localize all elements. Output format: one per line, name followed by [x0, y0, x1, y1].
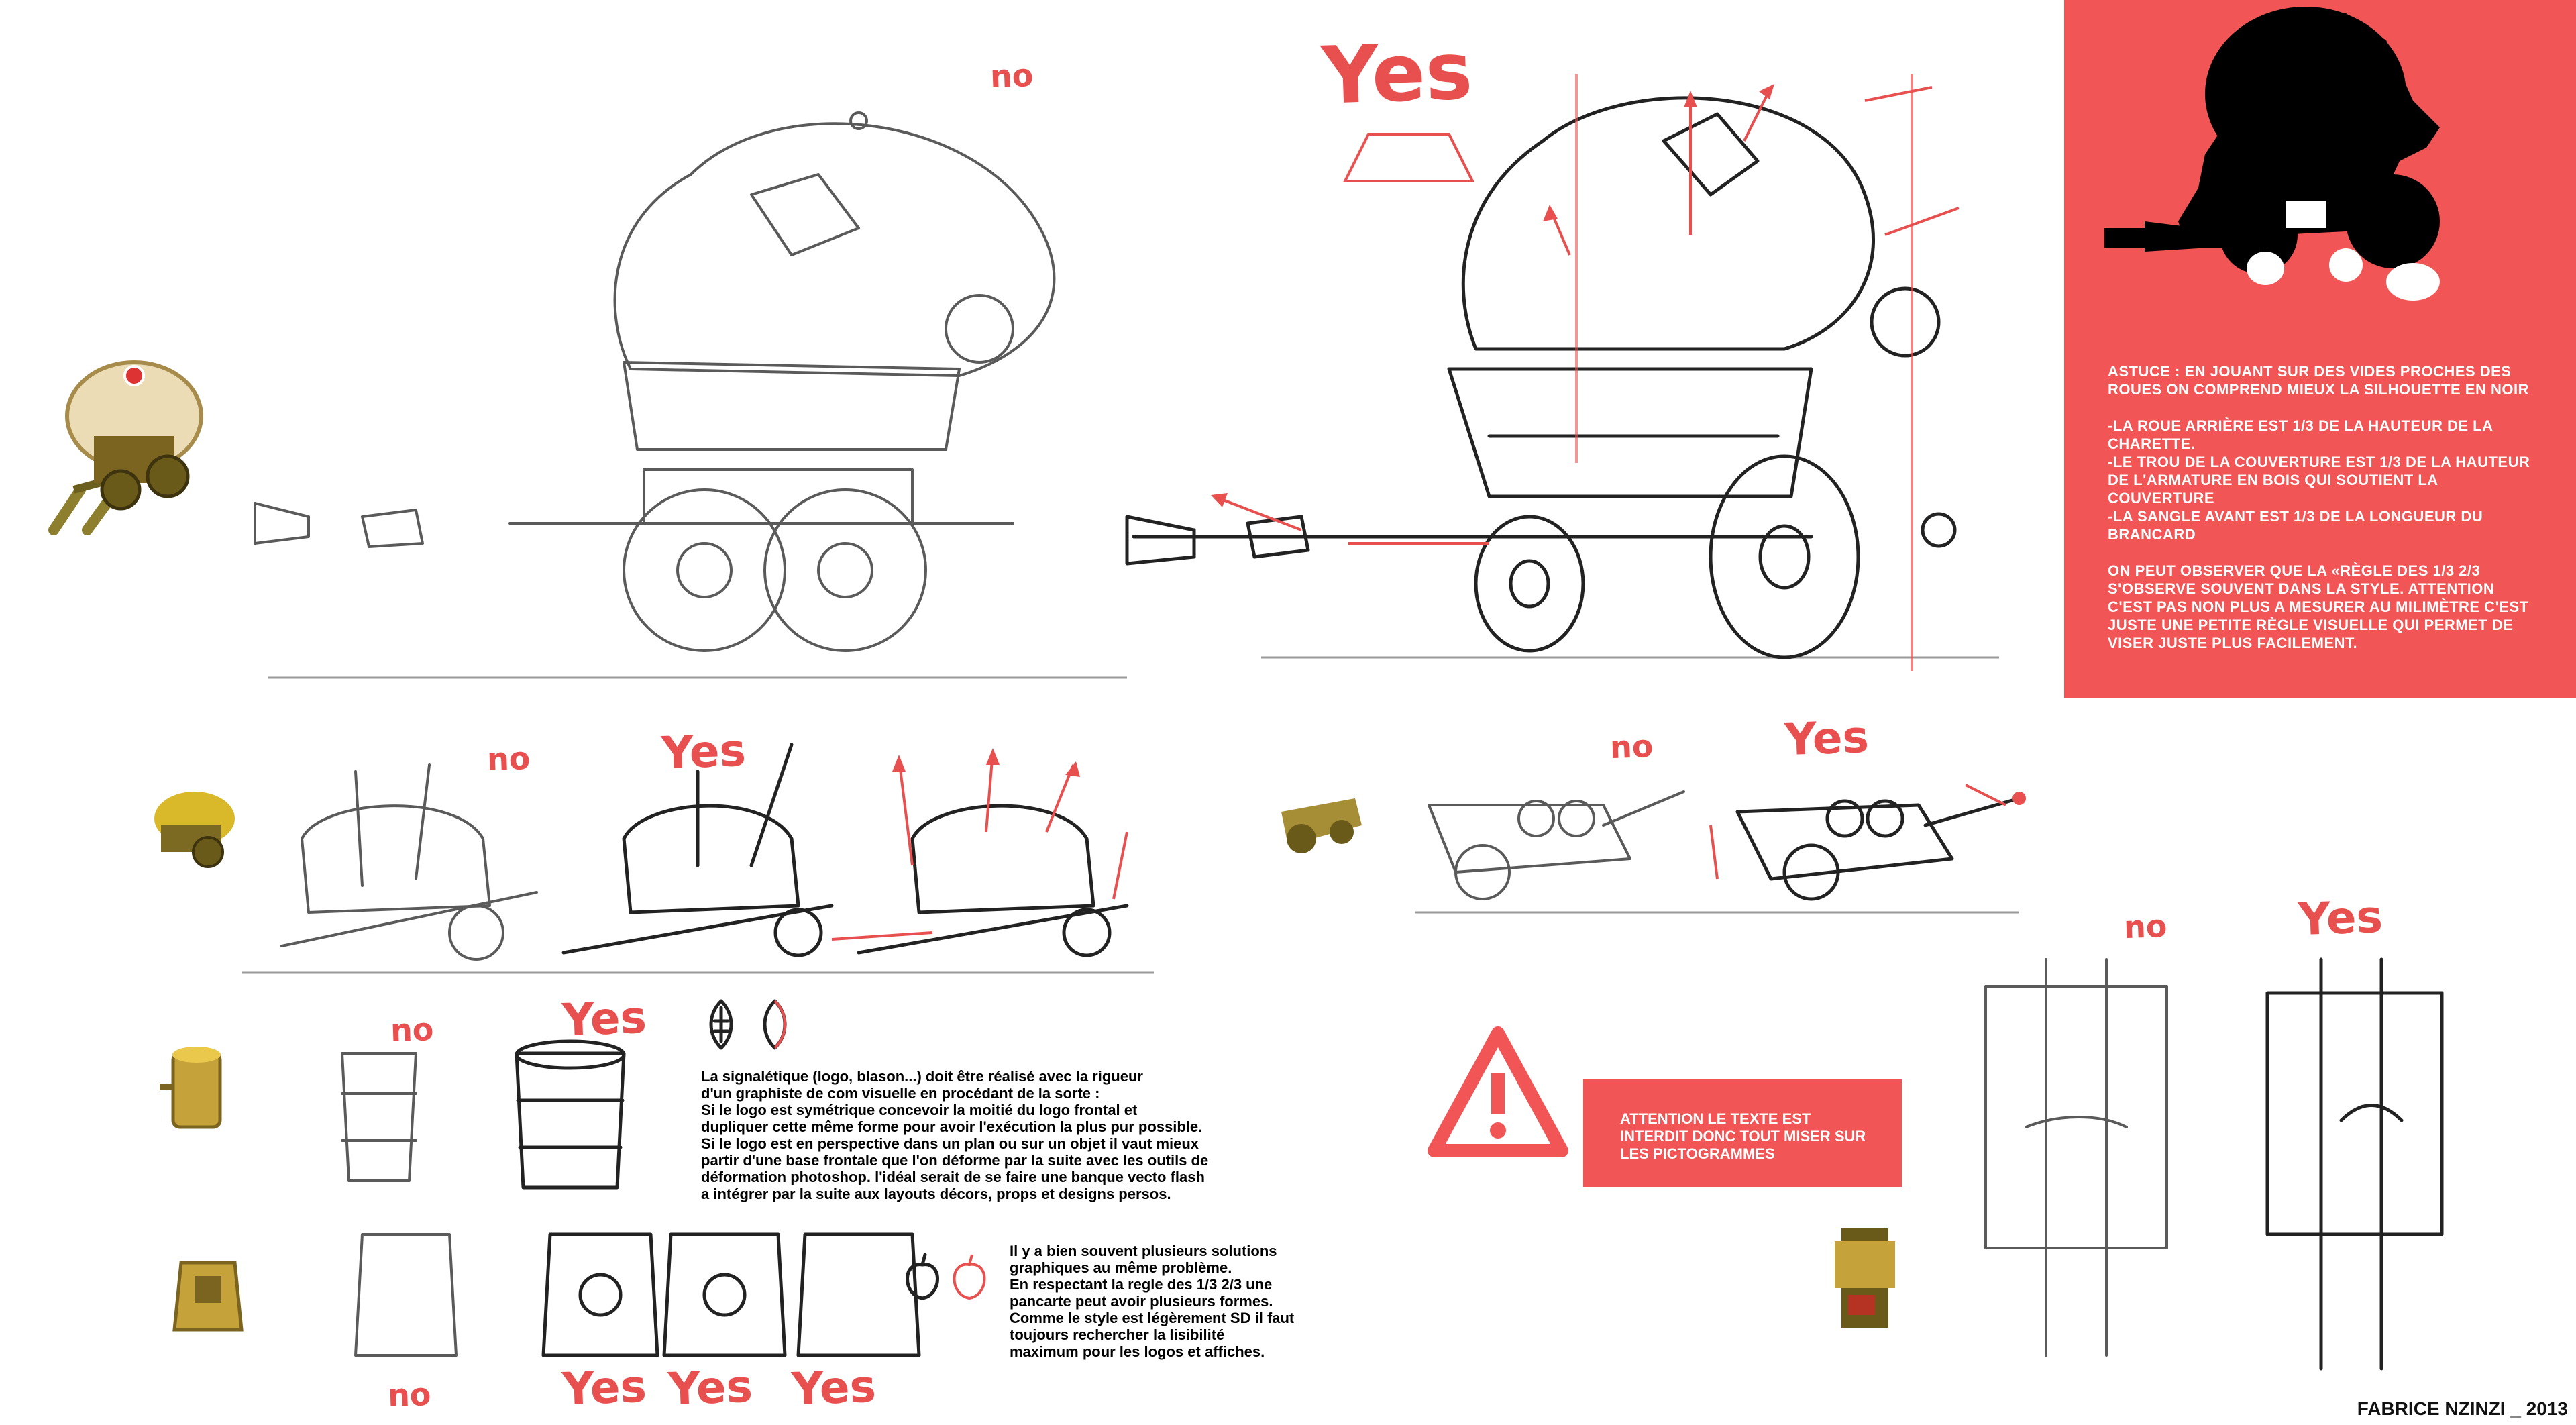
wagon-silhouette	[2104, 7, 2440, 301]
logo-text-line: dupliquer cette même forme pour avoir l'…	[701, 1118, 1203, 1135]
wanted-sign-sketches	[1984, 957, 2444, 1371]
label-yes-barrel: Yes	[561, 991, 648, 1047]
log-cart-icon	[1281, 798, 1362, 853]
solutions-text-line: Il y a bien souvent plusieurs solutions	[1010, 1243, 1277, 1259]
log-cart-sketches	[1415, 784, 2026, 914]
author-credit: FABRICE NZINZI _ 2013	[2357, 1398, 2568, 1419]
label-yes-sign: Yes	[2297, 890, 2384, 946]
wagon-render-icon	[48, 360, 203, 535]
wanted-sign-icon	[1835, 1228, 1895, 1328]
label-no-board: no	[387, 1375, 432, 1414]
logo-text-line: d'un graphiste de com visuelle en procéd…	[701, 1085, 1100, 1102]
label-no-logs: no	[1609, 727, 1654, 766]
solutions-text-line: graphiques au même problème.	[1010, 1259, 1232, 1276]
logo-text-line: Si le logo est symétrique concevoir la m…	[701, 1102, 1138, 1118]
notice-text: ATTENTION LE TEXTE EST INTERDIT DONC TOU…	[1620, 1110, 1866, 1162]
wagon-sketch-yes	[1125, 74, 1999, 671]
trapezoid-icon	[1342, 133, 1475, 182]
solutions-text-line: Comme le style est légèrement SD il faut	[1010, 1310, 1295, 1326]
logo-text-line: La signalétique (logo, blason...) doit ê…	[701, 1068, 1143, 1085]
logo-guideline-text: La signalétique (logo, blason...) doit ê…	[701, 1068, 1208, 1202]
leaf-logo-icon	[709, 999, 787, 1050]
board-sign-icon	[172, 1261, 244, 1332]
hay-cart-icon	[154, 792, 235, 868]
logo-text-line: a intégrer par la suite aux layouts déco…	[701, 1185, 1171, 1202]
text-warning-notice: ATTENTION LE TEXTE EST INTERDIT DONC TOU…	[1583, 1079, 1902, 1187]
barrel-icon	[160, 1047, 222, 1129]
logo-text-line: Si le logo est en perspective dans un pl…	[701, 1135, 1199, 1152]
note-paragraph: ON PEUT OBSERVER QUE LA «RÈGLE DES 1/3 2…	[2108, 562, 2529, 651]
board-sign-sketches	[354, 1232, 921, 1357]
tip-text: ASTUCE : EN JOUANT SUR DES VIDES PROCHES…	[2108, 362, 2537, 670]
hay-cart-sketches	[241, 743, 1154, 974]
warning-icon	[1428, 1026, 1568, 1157]
barrel-sketches	[341, 1039, 626, 1190]
rule-3: -LA SANGLE AVANT EST 1/3 DE LA LONGUEUR …	[2108, 508, 2483, 543]
label-yes-logs: Yes	[1783, 710, 1870, 766]
apple-logo-icon	[906, 1253, 986, 1300]
rule-1: -LA ROUE ARRIÈRE EST 1/3 DE LA HAUTEUR D…	[2108, 417, 2493, 452]
label-no-barrel: no	[390, 1010, 435, 1049]
logo-text-line: déformation photoshop. l'idéal serait de…	[701, 1169, 1205, 1185]
tip-paragraph: ASTUCE : EN JOUANT SUR DES VIDES PROCHES…	[2108, 363, 2529, 398]
solutions-text-line: En respectant la regle des 1/3 2/3 une	[1010, 1276, 1273, 1293]
solutions-text: Il y a bien souvent plusieurs solutions …	[1010, 1243, 1294, 1360]
label-no-sign: no	[2123, 907, 2168, 946]
wagon-sketch-no	[254, 111, 1127, 679]
logo-text-line: partir d'une base frontale que l'on défo…	[701, 1152, 1209, 1169]
solutions-text-line: toujours rechercher la lisibilité	[1010, 1326, 1225, 1343]
rule-2: -LE TROU DE LA COUVERTURE EST 1/3 DE LA …	[2108, 454, 2530, 507]
solutions-text-line: pancarte peut avoir plusieurs formes.	[1010, 1293, 1273, 1310]
solutions-text-line: maximum pour les logos et affiches.	[1010, 1343, 1265, 1360]
